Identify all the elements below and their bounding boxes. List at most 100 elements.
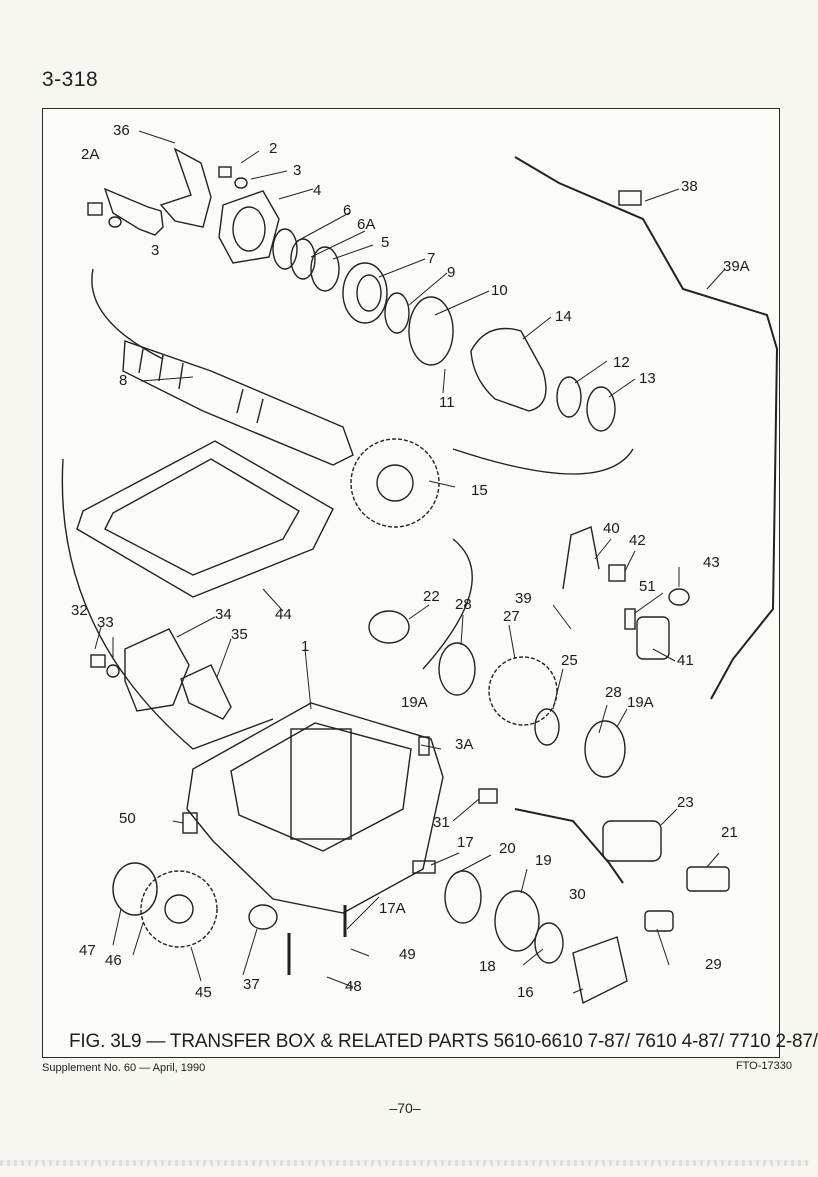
callout-label: 15: [471, 482, 488, 499]
callout-label: 17: [457, 834, 474, 851]
ring-part: [556, 376, 582, 418]
callout-label: 2: [269, 140, 277, 157]
bearing-part: [584, 720, 626, 778]
grouping-loop: [61, 458, 473, 750]
gear-part: [350, 438, 440, 528]
spline-mark: [178, 362, 184, 390]
page-number: 3-318: [42, 68, 99, 91]
scan-artifact: [0, 1160, 810, 1166]
callout-label: 42: [629, 532, 646, 549]
figure-caption: FIG. 3L9 — TRANSFER BOX & RELATED PARTS …: [69, 1031, 818, 1052]
callout-label: 7: [427, 250, 435, 267]
gear-part: [140, 870, 218, 948]
callout-label: 25: [561, 652, 578, 669]
shaft-part: [122, 340, 354, 466]
fitting-part: [624, 608, 636, 630]
fitting-part: [478, 788, 498, 804]
spline-mark: [256, 398, 264, 424]
callout-label: 48: [345, 978, 362, 995]
callout-label: 46: [105, 952, 122, 969]
bearing-part: [356, 274, 382, 312]
callout-label: 40: [603, 520, 620, 537]
washer-part: [108, 216, 122, 228]
bolt-part: [686, 866, 730, 892]
callout-label: 41: [677, 652, 694, 669]
callout-label: 35: [231, 626, 248, 643]
bearing-part: [342, 262, 388, 324]
callout-label: 6A: [357, 216, 375, 233]
callout-label: 28: [605, 684, 622, 701]
flange-bore: [232, 206, 266, 252]
snap-ring-part: [384, 292, 410, 334]
bolt-part: [87, 202, 103, 216]
ring-part: [668, 588, 690, 606]
pipe-part: [514, 808, 624, 884]
callout-label: 31: [433, 814, 450, 831]
callout-label: 27: [503, 608, 520, 625]
folio-number: –70–: [389, 1100, 421, 1116]
cover-part: [124, 628, 190, 712]
callout-label: 8: [119, 372, 127, 389]
callout-label: 22: [423, 588, 440, 605]
callout-label: 20: [499, 840, 516, 857]
callout-label: 13: [639, 370, 656, 387]
gear-part: [488, 656, 558, 726]
callout-label: 29: [705, 956, 722, 973]
spline-mark: [138, 348, 144, 374]
callout-label: 23: [677, 794, 694, 811]
spline-mark: [236, 388, 244, 414]
callout-label: 1: [301, 638, 309, 655]
callout-label: 47: [79, 942, 96, 959]
callout-label: 38: [681, 178, 698, 195]
plate-part: [408, 296, 454, 366]
bolt-part: [218, 166, 232, 178]
elbow-part: [644, 910, 674, 932]
plug-part: [248, 904, 278, 930]
callout-label: 49: [399, 946, 416, 963]
callout-label: 6: [343, 202, 351, 219]
callout-label: 33: [97, 614, 114, 631]
callout-label: 21: [721, 824, 738, 841]
sleeve-part: [602, 820, 662, 862]
ring-part: [534, 922, 564, 964]
bolt-part: [90, 654, 106, 668]
snap-ring-part: [112, 862, 158, 916]
bearing-part: [494, 890, 540, 952]
bracket-part: [103, 187, 164, 236]
gasket-part: [104, 458, 300, 576]
ring-part: [586, 386, 616, 432]
callout-label: 11: [439, 394, 455, 411]
callout-label: 4: [313, 182, 321, 199]
washer-part: [234, 177, 248, 189]
plug-part: [180, 664, 232, 720]
gasket-part: [76, 440, 334, 598]
callout-label: 19: [535, 852, 552, 869]
callout-label: 39A: [723, 258, 750, 275]
grouping-loop: [91, 268, 634, 475]
callout-label: 3: [151, 242, 159, 259]
line-part: [514, 156, 779, 700]
callout-label: 43: [703, 554, 720, 571]
ring-part: [310, 246, 340, 292]
callout-label: 2A: [81, 146, 99, 163]
sleeve-part: [470, 327, 547, 412]
callout-label: 37: [243, 976, 260, 993]
flange-part: [218, 190, 280, 264]
gear-hub: [164, 894, 194, 924]
callout-label: 5: [381, 234, 389, 251]
leader-lines: [94, 130, 726, 994]
callout-label: 32: [71, 602, 88, 619]
callout-label: 50: [119, 810, 136, 827]
filter-part: [636, 616, 670, 660]
callout-label: 17A: [379, 900, 406, 917]
callout-label: 36: [113, 122, 130, 139]
bearing-part: [438, 642, 476, 696]
cup-part: [368, 610, 410, 644]
pipe-part: [562, 526, 600, 590]
ring-part: [290, 238, 316, 280]
callout-label: 30: [569, 886, 586, 903]
cover-part: [572, 936, 628, 1005]
callout-label: 3: [293, 162, 301, 179]
callout-label: 28: [455, 596, 472, 613]
callout-label: 51: [639, 578, 656, 595]
